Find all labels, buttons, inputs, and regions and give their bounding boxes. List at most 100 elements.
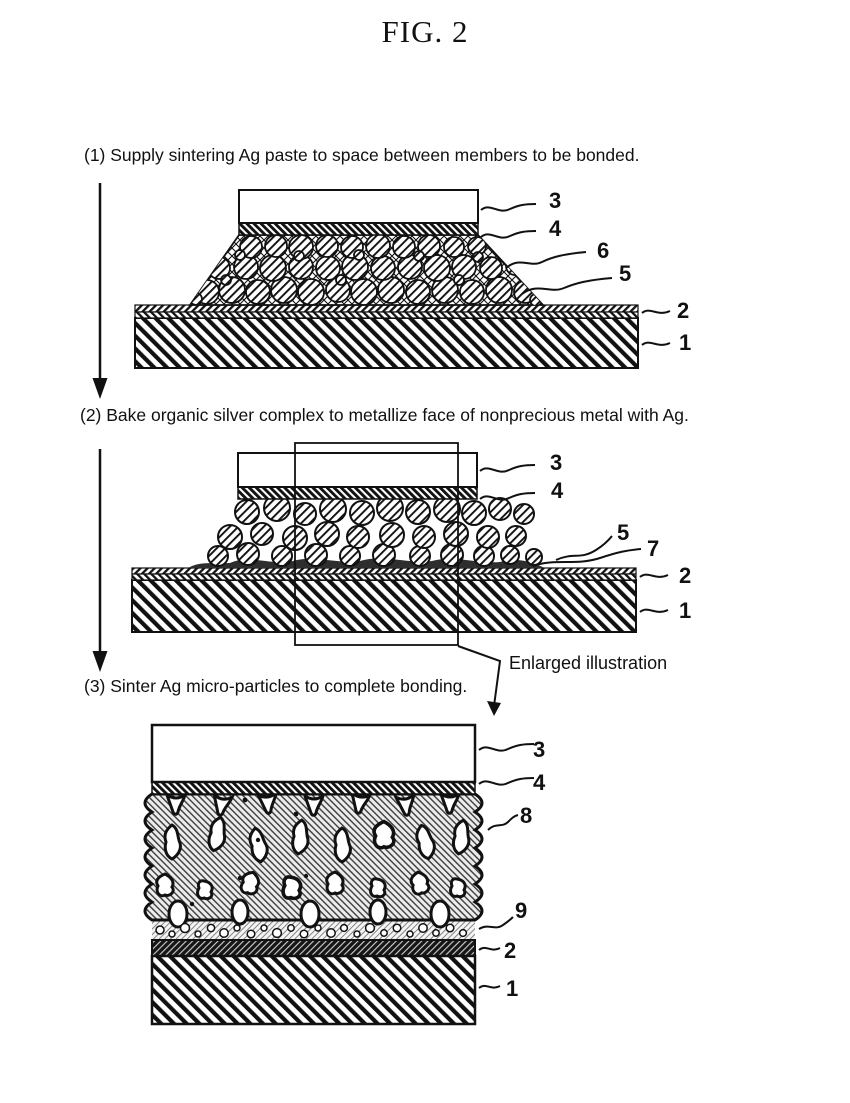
enlarged-illustration-caption: Enlarged illustration [509,653,668,673]
fine-particle [458,928,468,938]
pore [281,875,303,901]
bonded-member-3 [238,189,479,224]
ag-particle [207,545,229,567]
ag-particle [392,235,416,259]
step2-diagram: 3 4 5 7 2 1 [131,442,691,716]
step2-caption: (2) Bake organic silver complex to metal… [80,405,689,425]
arrow-down-icon [92,378,108,399]
ag-particle [339,545,361,567]
step3-labels: 3 4 8 9 2 1 [478,737,546,1001]
speck [242,797,248,803]
speck [255,837,261,843]
ag-particle [440,543,464,567]
ag-particle [443,236,465,258]
surface-layer-2-bottom [131,573,637,581]
ref-label-3: 3 [550,450,562,475]
ag-particle [476,525,500,549]
leader-line [641,341,671,346]
enlargement-pointer [457,645,502,716]
ag-particle [405,499,431,525]
ref-label-3: 3 [533,737,545,762]
leader-line [480,203,537,212]
metallized-layer-4 [238,222,479,236]
pore [369,877,387,899]
leader-line [478,743,535,752]
fine-particle [380,929,388,937]
fine-particle [432,929,440,937]
speck [303,873,309,879]
metallized-layer-4 [151,781,476,795]
ag-particle [513,503,535,525]
step1-labels: 3 4 6 5 2 1 [480,188,691,355]
ag-particle [529,293,543,305]
leader-line [478,984,501,989]
surface-layer-2 [151,939,476,957]
ag-particle [377,276,405,304]
ag-particle [239,235,263,259]
ref-label-1: 1 [679,598,691,623]
pore [372,819,396,850]
ag-particle [443,521,469,547]
ag-particle [473,545,495,567]
ref-label-4: 4 [533,770,546,795]
leader-line [478,946,501,951]
speck [293,811,299,817]
fine-particle [339,923,349,933]
ag-particle [293,250,305,262]
ag-particle [453,274,465,286]
substrate-layer-1 [150,954,477,1026]
pore [449,877,467,899]
step3-caption: (3) Sinter Ag micro-particles to complet… [84,676,468,696]
ref-label-4: 4 [551,478,564,503]
fine-particle [392,923,402,933]
ag-particle [413,250,425,262]
ag-particle [315,235,339,258]
fine-particle [206,923,216,933]
ref-label-2: 2 [679,563,691,588]
ag-particle [297,278,325,305]
surface-layer-2-top [131,567,637,575]
leader-line [480,230,537,239]
fine-particle [271,927,283,939]
leader-line [505,251,587,269]
ag-particle [405,279,431,305]
ref-label-2: 2 [504,938,516,963]
step1-caption: (1) Supply sintering Ag paste to space b… [84,145,640,165]
ag-particle [250,522,274,546]
ref-label-2: 2 [677,298,689,323]
ref-label-3: 3 [549,188,561,213]
arrow-down-icon [92,651,108,672]
ag-particle [349,500,375,526]
leader-line [479,492,536,501]
ag-particle [409,545,431,567]
ag-particle [417,235,441,258]
fine-particle [364,922,376,934]
ag-particle [346,525,370,549]
ag-particle [314,521,340,547]
step3-diagram: 3 4 8 9 2 1 [143,723,546,1026]
substrate-layer-1 [131,579,637,633]
ag-particle [379,522,405,548]
leader-line [487,814,519,831]
ag-particle [365,235,391,259]
leader-line [641,309,671,314]
fine-particle [314,924,322,932]
ag-particle [319,495,347,523]
ag-particle [488,497,512,521]
ag-particle [245,279,271,305]
leader-line [639,608,669,613]
enlargement-box [294,442,459,646]
ag-particle [423,254,451,282]
bonded-member-3 [237,452,478,488]
speck [189,901,195,907]
fine-particle [445,923,455,933]
ag-particle [234,499,260,525]
pore [368,898,388,926]
ref-label-7: 7 [647,536,659,561]
ref-label-5: 5 [619,261,631,286]
fine-particle [246,929,256,939]
fine-particle [233,924,241,932]
ag-particle [461,500,487,526]
